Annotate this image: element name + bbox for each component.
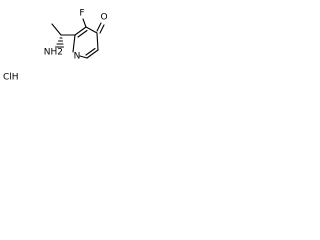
bond-c3-c4 — [85, 26, 98, 34]
bond-c4-o-double — [99, 24, 105, 34]
bond-chiral-methyl — [51, 23, 62, 36]
bond-c5-c6 — [86, 49, 99, 59]
bond-c4-o — [96, 22, 102, 32]
bond-c2-c3-double — [77, 29, 88, 38]
bond-c2-c3 — [74, 26, 87, 36]
bond-c6-n1 — [79, 55, 88, 59]
bond-c3-f — [82, 18, 87, 28]
amine-label: NH2 — [44, 48, 63, 58]
bond-n1-c2 — [72, 34, 76, 53]
hydrochloride-label: ClH — [3, 73, 19, 83]
side-chain-bonds — [51, 23, 76, 48]
carbonyl-bond — [96, 22, 105, 34]
oxygen-label: O — [100, 13, 107, 23]
fluoro-bond — [82, 18, 87, 28]
nitrogen-label: N — [74, 52, 81, 62]
chemical-structure: F O N NH2 ClH — [3, 9, 108, 83]
bond-c4-c5 — [96, 32, 99, 51]
bond-c5-c6-double — [85, 47, 96, 56]
ring-bonds — [72, 26, 99, 59]
fluorine-label: F — [79, 9, 84, 19]
